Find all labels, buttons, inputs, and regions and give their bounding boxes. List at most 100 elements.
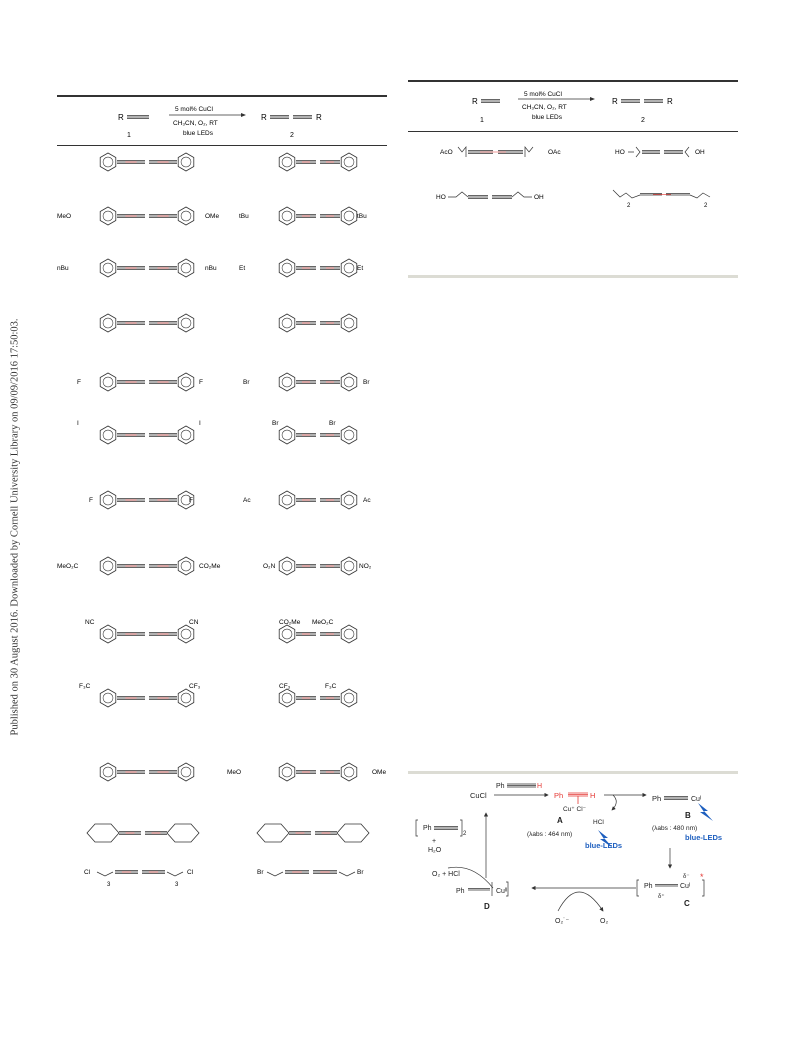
chain-3-right: 3 — [175, 882, 179, 888]
label-D: D — [484, 902, 490, 911]
product-row — [99, 206, 358, 226]
ethyl-right: Et — [357, 265, 363, 272]
hydroxy-right-1: OH — [695, 149, 705, 156]
download-watermark: Published on 30 August 2016. Downloaded … — [0, 0, 22, 1039]
acetoxy-left: AcO — [440, 149, 453, 156]
reactant-number-right-table: 1 — [480, 117, 484, 124]
nbu-right: nBu — [205, 265, 217, 272]
catalyst-label-right-table: 5 mol% CuCl — [524, 91, 562, 98]
ester-ortho-left: CO₂Me — [279, 619, 301, 626]
label-A: A — [557, 816, 563, 825]
product-row — [99, 688, 358, 708]
conditions-label: CH₃CN, O₂, RT — [173, 120, 218, 127]
iodo-left: I — [77, 420, 79, 427]
lightning-icon-A — [598, 830, 613, 848]
label-B: B — [685, 811, 691, 820]
product-row — [99, 313, 358, 333]
bromo-ortho-right: Br — [329, 420, 336, 427]
chain-3-left: 3 — [107, 882, 111, 888]
product-row — [99, 624, 358, 644]
blue-leds-B: blue-LEDs — [685, 833, 722, 842]
product-R-left: R — [261, 113, 267, 122]
bromo-left: Br — [243, 379, 250, 386]
product-row — [99, 425, 358, 445]
right-table-top-rule — [408, 80, 738, 82]
fluoro-a: F — [89, 497, 93, 504]
cucl-label: CuCl — [470, 791, 487, 800]
product-R-right-right-table: R — [667, 97, 673, 106]
abs-B: (λabs : 480 nm) — [652, 825, 697, 832]
abs-A: (λabs : 464 nm) — [527, 831, 572, 838]
product-row — [86, 823, 370, 843]
hcl-byproduct: HCl — [593, 819, 604, 826]
h-reagent: H — [537, 783, 542, 790]
ph-product: Ph — [423, 825, 432, 832]
acetoxy-right: OAc — [548, 149, 561, 156]
cf3-a: F₃C — [79, 683, 91, 690]
delta-minus: δ⁻ — [683, 874, 690, 880]
fluoro-right: F — [199, 379, 203, 386]
cu-ii-D: Cuᴵᴵ — [496, 888, 507, 895]
ph-D: Ph — [456, 888, 465, 895]
conditions-label-right-table: CH₃CN, O₂, RT — [522, 104, 567, 111]
product-row — [99, 152, 358, 172]
nitro-right: NO₂ — [359, 563, 372, 570]
methoxy-right: OMe — [205, 213, 219, 220]
lightning-icon-B — [698, 803, 713, 821]
reactant-R: R — [118, 113, 124, 122]
water-product: H₂O — [428, 847, 442, 854]
acetyl-left: Ac — [243, 497, 251, 504]
chloro-left: Cl — [84, 869, 91, 876]
iodo-right: I — [199, 420, 201, 427]
hydroxy-left-2: HO — [436, 194, 446, 201]
product-number-right-table: 2 — [641, 117, 645, 124]
cu-i-B: Cuᴵ — [691, 796, 701, 803]
light-label-right-table: blue LEDs — [532, 114, 563, 121]
ethyl-left: Et — [239, 265, 245, 272]
product-row — [99, 556, 358, 576]
table-top-rule — [57, 95, 387, 97]
bromo-right: Br — [363, 379, 370, 386]
bromo-ortho-left: Br — [272, 420, 279, 427]
right-product-table: AcO OAc HO OH HO OH 2 2 — [436, 146, 711, 209]
mechanism-top-rule — [408, 771, 738, 774]
methoxy-left: MeO — [57, 213, 71, 220]
plus-sign: + — [432, 838, 436, 845]
download-notice-text: Published on 30 August 2016. Downloaded … — [9, 318, 21, 736]
label-C: C — [684, 899, 690, 908]
right-table-header-rule — [408, 131, 738, 132]
ester-right: CO₂Me — [199, 563, 221, 570]
reactant-number: 1 — [127, 132, 131, 139]
ph-A: Ph — [554, 791, 563, 800]
fluoro-b: F — [189, 497, 193, 504]
right-table-bottom-rule — [408, 275, 738, 278]
cyano-left: NC — [85, 619, 95, 626]
cf3-ortho-left: CF₃ — [279, 683, 291, 690]
product-number: 2 — [290, 132, 294, 139]
left-reaction-scheme: R 1 5 mol% CuCl CH₃CN, O₂, RT blue LEDs … — [118, 106, 322, 139]
excited-star: * — [700, 872, 704, 882]
chloro-right: Cl — [187, 869, 194, 876]
chain-count-right: 2 — [704, 203, 708, 209]
o2-label: O₂ — [600, 918, 608, 925]
methoxy-right-ether: OMe — [372, 769, 386, 776]
product-row — [99, 258, 358, 278]
nbu-left: nBu — [57, 265, 69, 272]
cf3-ortho-right: F₃C — [325, 683, 337, 690]
delta-plus: δ⁺ — [658, 893, 665, 900]
tbu-right: tBu — [357, 213, 367, 220]
cu-cl-A: Cu⁺ Cl⁻ — [563, 806, 587, 813]
right-reaction-scheme: R 1 5 mol% CuCl CH₃CN, O₂, RT blue LEDs … — [472, 91, 673, 124]
light-label: blue LEDs — [183, 130, 214, 137]
ester-left: MeO₂C — [57, 563, 79, 570]
superoxide-label: O₂˙⁻ — [555, 917, 569, 925]
catalyst-label: 5 mol% CuCl — [175, 106, 213, 113]
product-R-right: R — [316, 113, 322, 122]
product-subscript: 2 — [463, 831, 467, 837]
hydroxy-right-2: OH — [534, 194, 544, 201]
ph-reagent: Ph — [496, 783, 505, 790]
table-header-rule — [57, 145, 387, 146]
reactant-R-right-table: R — [472, 97, 478, 106]
